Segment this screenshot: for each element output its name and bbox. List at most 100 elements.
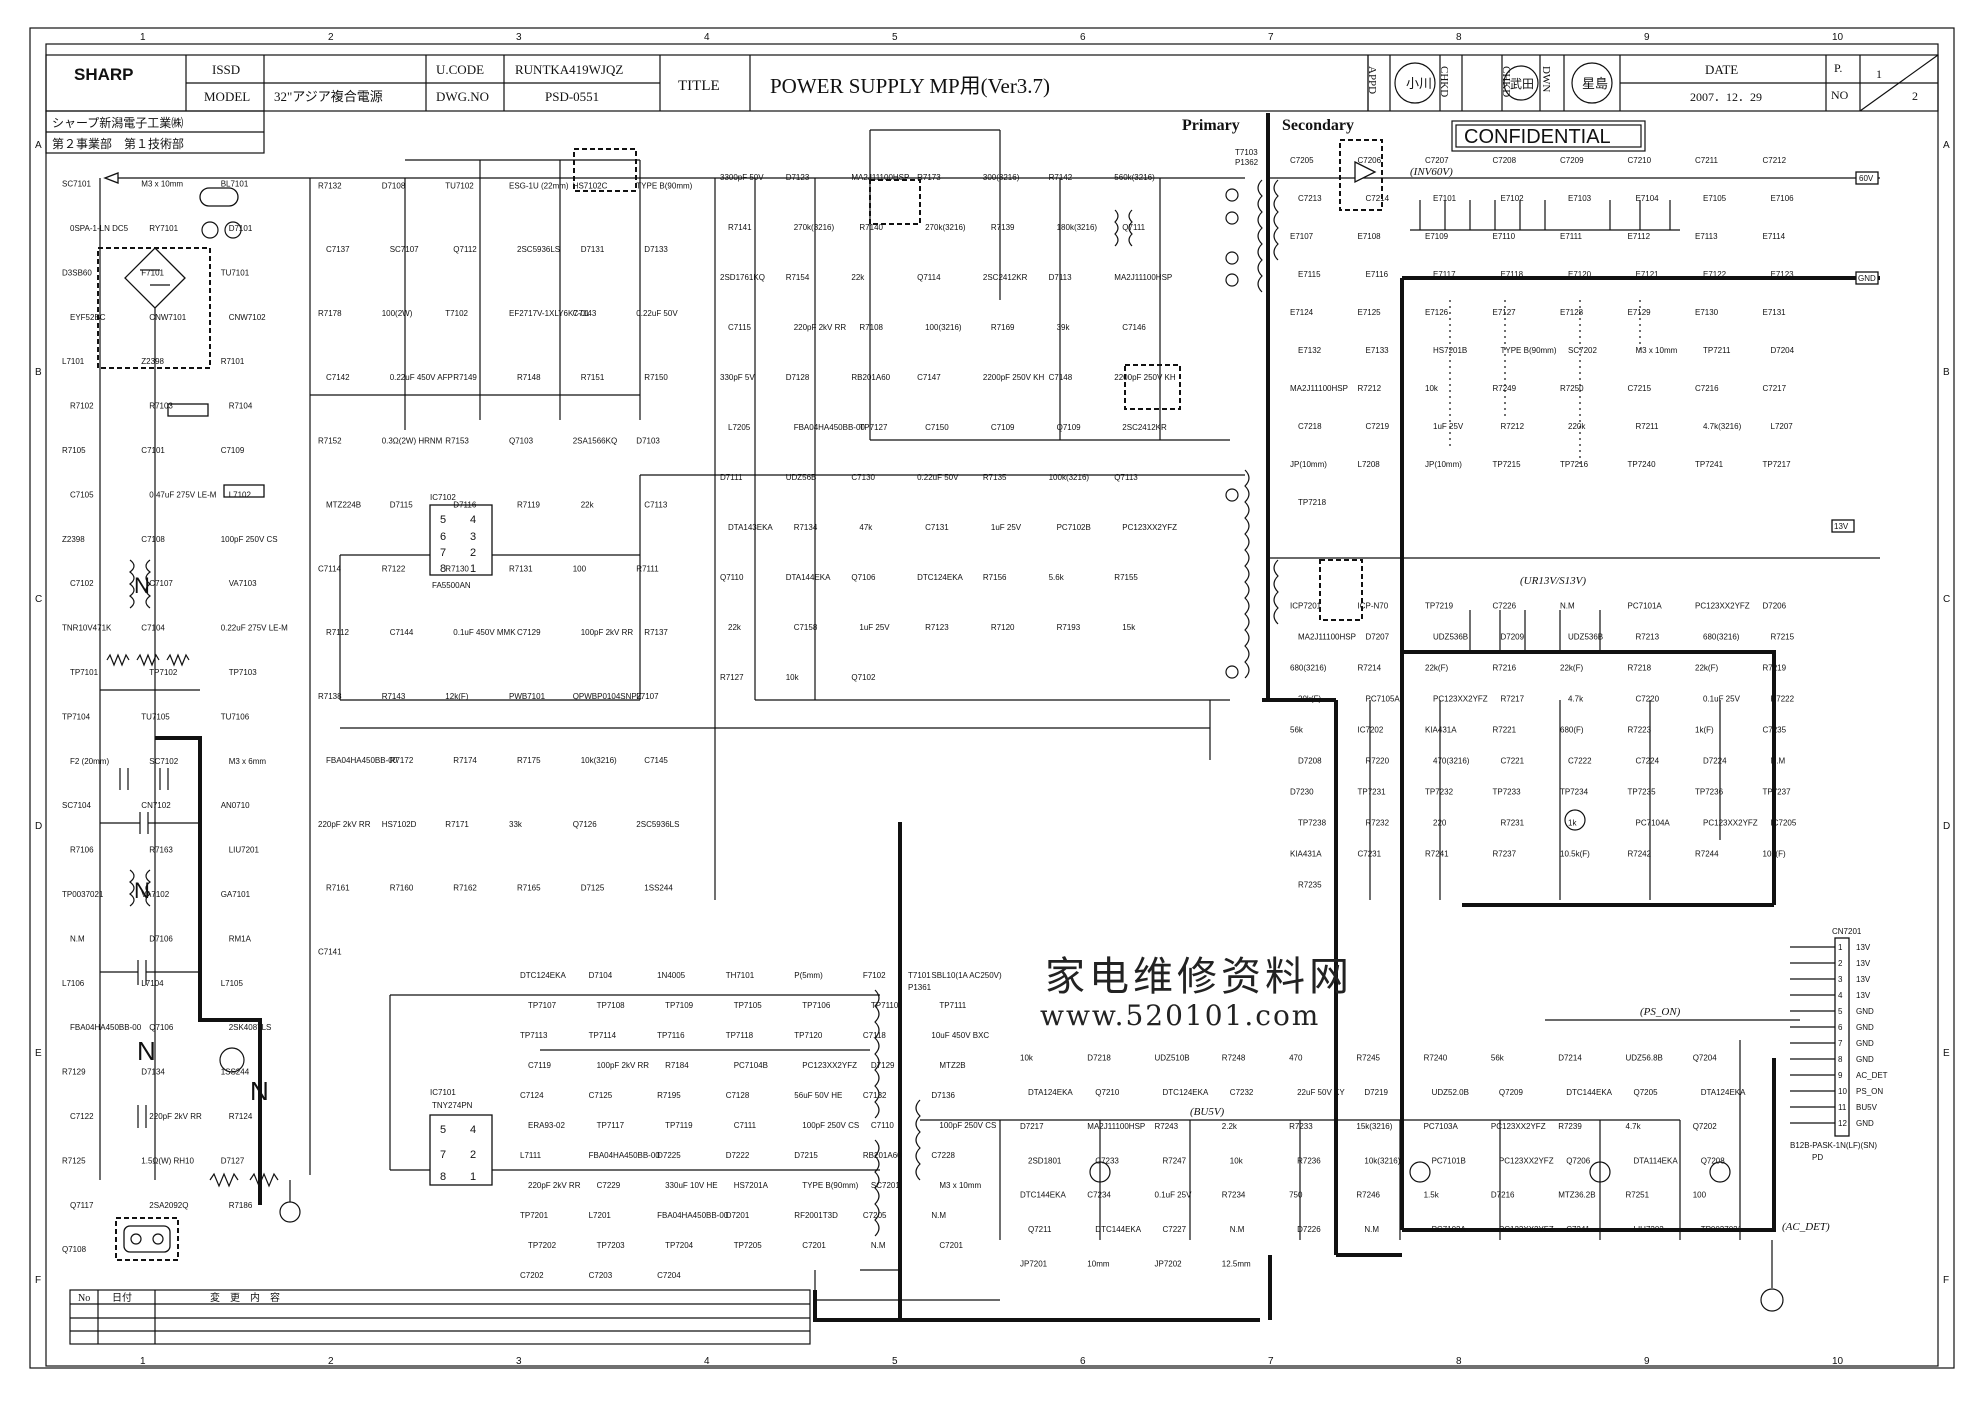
component-label: ERA93-02 xyxy=(528,1121,565,1130)
fuse-holder xyxy=(199,187,239,207)
component-label: Q7210 xyxy=(1095,1088,1120,1097)
component-label: 750 xyxy=(1289,1191,1303,1200)
component-label: R7125 xyxy=(62,1156,86,1165)
component-label: Q7211 xyxy=(1028,1225,1052,1234)
row-labels: A B C D E F A B C D E F xyxy=(35,140,1950,1286)
component-label: 2.2k xyxy=(1222,1122,1238,1131)
component-label: E7105 xyxy=(1703,194,1727,203)
component-label: R7249 xyxy=(1493,384,1517,393)
model-value: 32"アジア複合電源 xyxy=(274,89,383,104)
ucode-value: RUNTKA419WJQZ xyxy=(515,62,623,77)
component-label: E7128 xyxy=(1560,308,1584,317)
component-label: 47k xyxy=(859,523,873,532)
component-label: N.M xyxy=(1230,1225,1245,1234)
component-label: DTC124EKA xyxy=(1163,1088,1209,1097)
svg-text:2: 2 xyxy=(470,547,476,559)
component-label: C7205 xyxy=(1290,156,1314,165)
component-label: L7106 xyxy=(62,979,85,988)
component-label: C7110 xyxy=(871,1121,895,1130)
component-label: 220k xyxy=(1568,422,1586,431)
component-label: D7128 xyxy=(786,373,810,382)
component-label: FBA04HA450BB-00 xyxy=(589,1151,661,1160)
transformer-t7102 xyxy=(1114,209,1133,247)
component-label: 22uF 50V KY xyxy=(1297,1088,1345,1097)
component-label: C7107 xyxy=(149,579,173,588)
component-label: 3300pF 50V xyxy=(720,173,764,182)
component-label: E7118 xyxy=(1501,270,1524,279)
component-label: R7220 xyxy=(1366,757,1390,766)
component-label: E7116 xyxy=(1366,270,1389,279)
component-label: C7235 xyxy=(1763,726,1787,735)
component-label: C7143 xyxy=(573,309,597,318)
svg-text:7: 7 xyxy=(440,1149,446,1161)
component-label: E7113 xyxy=(1695,232,1718,241)
row-label: F xyxy=(35,1275,41,1286)
component-label: TP7217 xyxy=(1763,460,1792,469)
col-label: 10 xyxy=(1832,1356,1844,1367)
component-label: L7205 xyxy=(728,423,751,432)
component-label: C7130 xyxy=(851,473,875,482)
gas-arrester-ga7101 xyxy=(219,1047,245,1073)
component-label: R7248 xyxy=(1222,1054,1246,1063)
component-label: TP7231 xyxy=(1358,788,1387,797)
component-label: L7208 xyxy=(1358,460,1381,469)
component-label: 1uF 25V xyxy=(991,523,1022,532)
ac-inlet-cn7102 xyxy=(115,1217,179,1261)
component-label: E7129 xyxy=(1628,308,1652,317)
component-label: Q7102 xyxy=(851,673,876,682)
component-label: Q7103 xyxy=(509,437,534,446)
svg-text:N: N xyxy=(134,573,150,598)
cn7201-pin-signal: AC_DET xyxy=(1856,1071,1888,1080)
component-label: TP7238 xyxy=(1298,819,1327,828)
component-label: DTC124EKA xyxy=(917,573,963,582)
component-label: GA7101 xyxy=(221,890,251,899)
component-label: DTC144EKA xyxy=(1095,1225,1141,1234)
component-label: MA2J11100HSP xyxy=(1290,384,1348,393)
component-label: D7115 xyxy=(390,501,414,510)
component-label: TP7240 xyxy=(1628,460,1657,469)
component-label: C7221 xyxy=(1501,757,1525,766)
component-label: E7120 xyxy=(1568,270,1592,279)
component-label: QPWBP0104SNPZ xyxy=(573,692,642,701)
component-label: E7108 xyxy=(1358,232,1382,241)
component-label: 0.22uF 450V AFP xyxy=(390,373,453,382)
sharp-logo: SHARP xyxy=(74,65,134,84)
row-label: C xyxy=(35,594,42,605)
date-value: 2007．12．29 xyxy=(1690,90,1762,104)
component-label: 270k(3216) xyxy=(925,223,966,232)
component-label: DTA124EKA xyxy=(1701,1088,1746,1097)
component-label: MA2J11100HSP xyxy=(851,173,909,182)
component-label: TU7106 xyxy=(221,712,250,721)
component-label: E7101 xyxy=(1433,194,1457,203)
col-label: 7 xyxy=(1268,32,1274,43)
component-label: D7224 xyxy=(1703,757,1727,766)
component-label: PC123XX2YFZ xyxy=(1703,819,1758,828)
component-label: C7213 xyxy=(1298,194,1322,203)
component-label: DTA124EKA xyxy=(1028,1088,1073,1097)
component-label: C7211 xyxy=(1695,156,1719,165)
component-label: L7107 xyxy=(636,692,659,701)
component-label: D7217 xyxy=(1020,1122,1044,1131)
component-label: C7220 xyxy=(1636,695,1660,704)
component-label: R7178 xyxy=(318,309,342,318)
component-label: R7240 xyxy=(1424,1054,1448,1063)
component-label: RB201A60 xyxy=(851,373,890,382)
component-label: UDZ52.0B xyxy=(1432,1088,1469,1097)
component-label: E7114 xyxy=(1763,232,1786,241)
component-label: PC123XX2YFZ xyxy=(1122,523,1177,532)
component-label: DTC144EKA xyxy=(1566,1088,1612,1097)
component-label: C7216 xyxy=(1695,384,1719,393)
svg-text:6: 6 xyxy=(440,531,446,543)
component-label: R7250 xyxy=(1560,384,1584,393)
ic7102-part: FA5500AN xyxy=(432,581,471,590)
component-label: 680(F) xyxy=(1560,726,1584,735)
component-label: R7222 xyxy=(1771,695,1795,704)
component-label: R7153 xyxy=(445,437,469,446)
component-label: ICP7201 xyxy=(1290,602,1322,611)
component-label: C7227 xyxy=(1163,1225,1187,1234)
component-label: Q7202 xyxy=(1693,1122,1718,1131)
component-label: R7151 xyxy=(581,373,605,382)
component-label: TP7215 xyxy=(1493,460,1522,469)
component-label: PC7101A xyxy=(1628,602,1663,611)
component-label: PC123XX2YFZ xyxy=(1491,1122,1546,1131)
